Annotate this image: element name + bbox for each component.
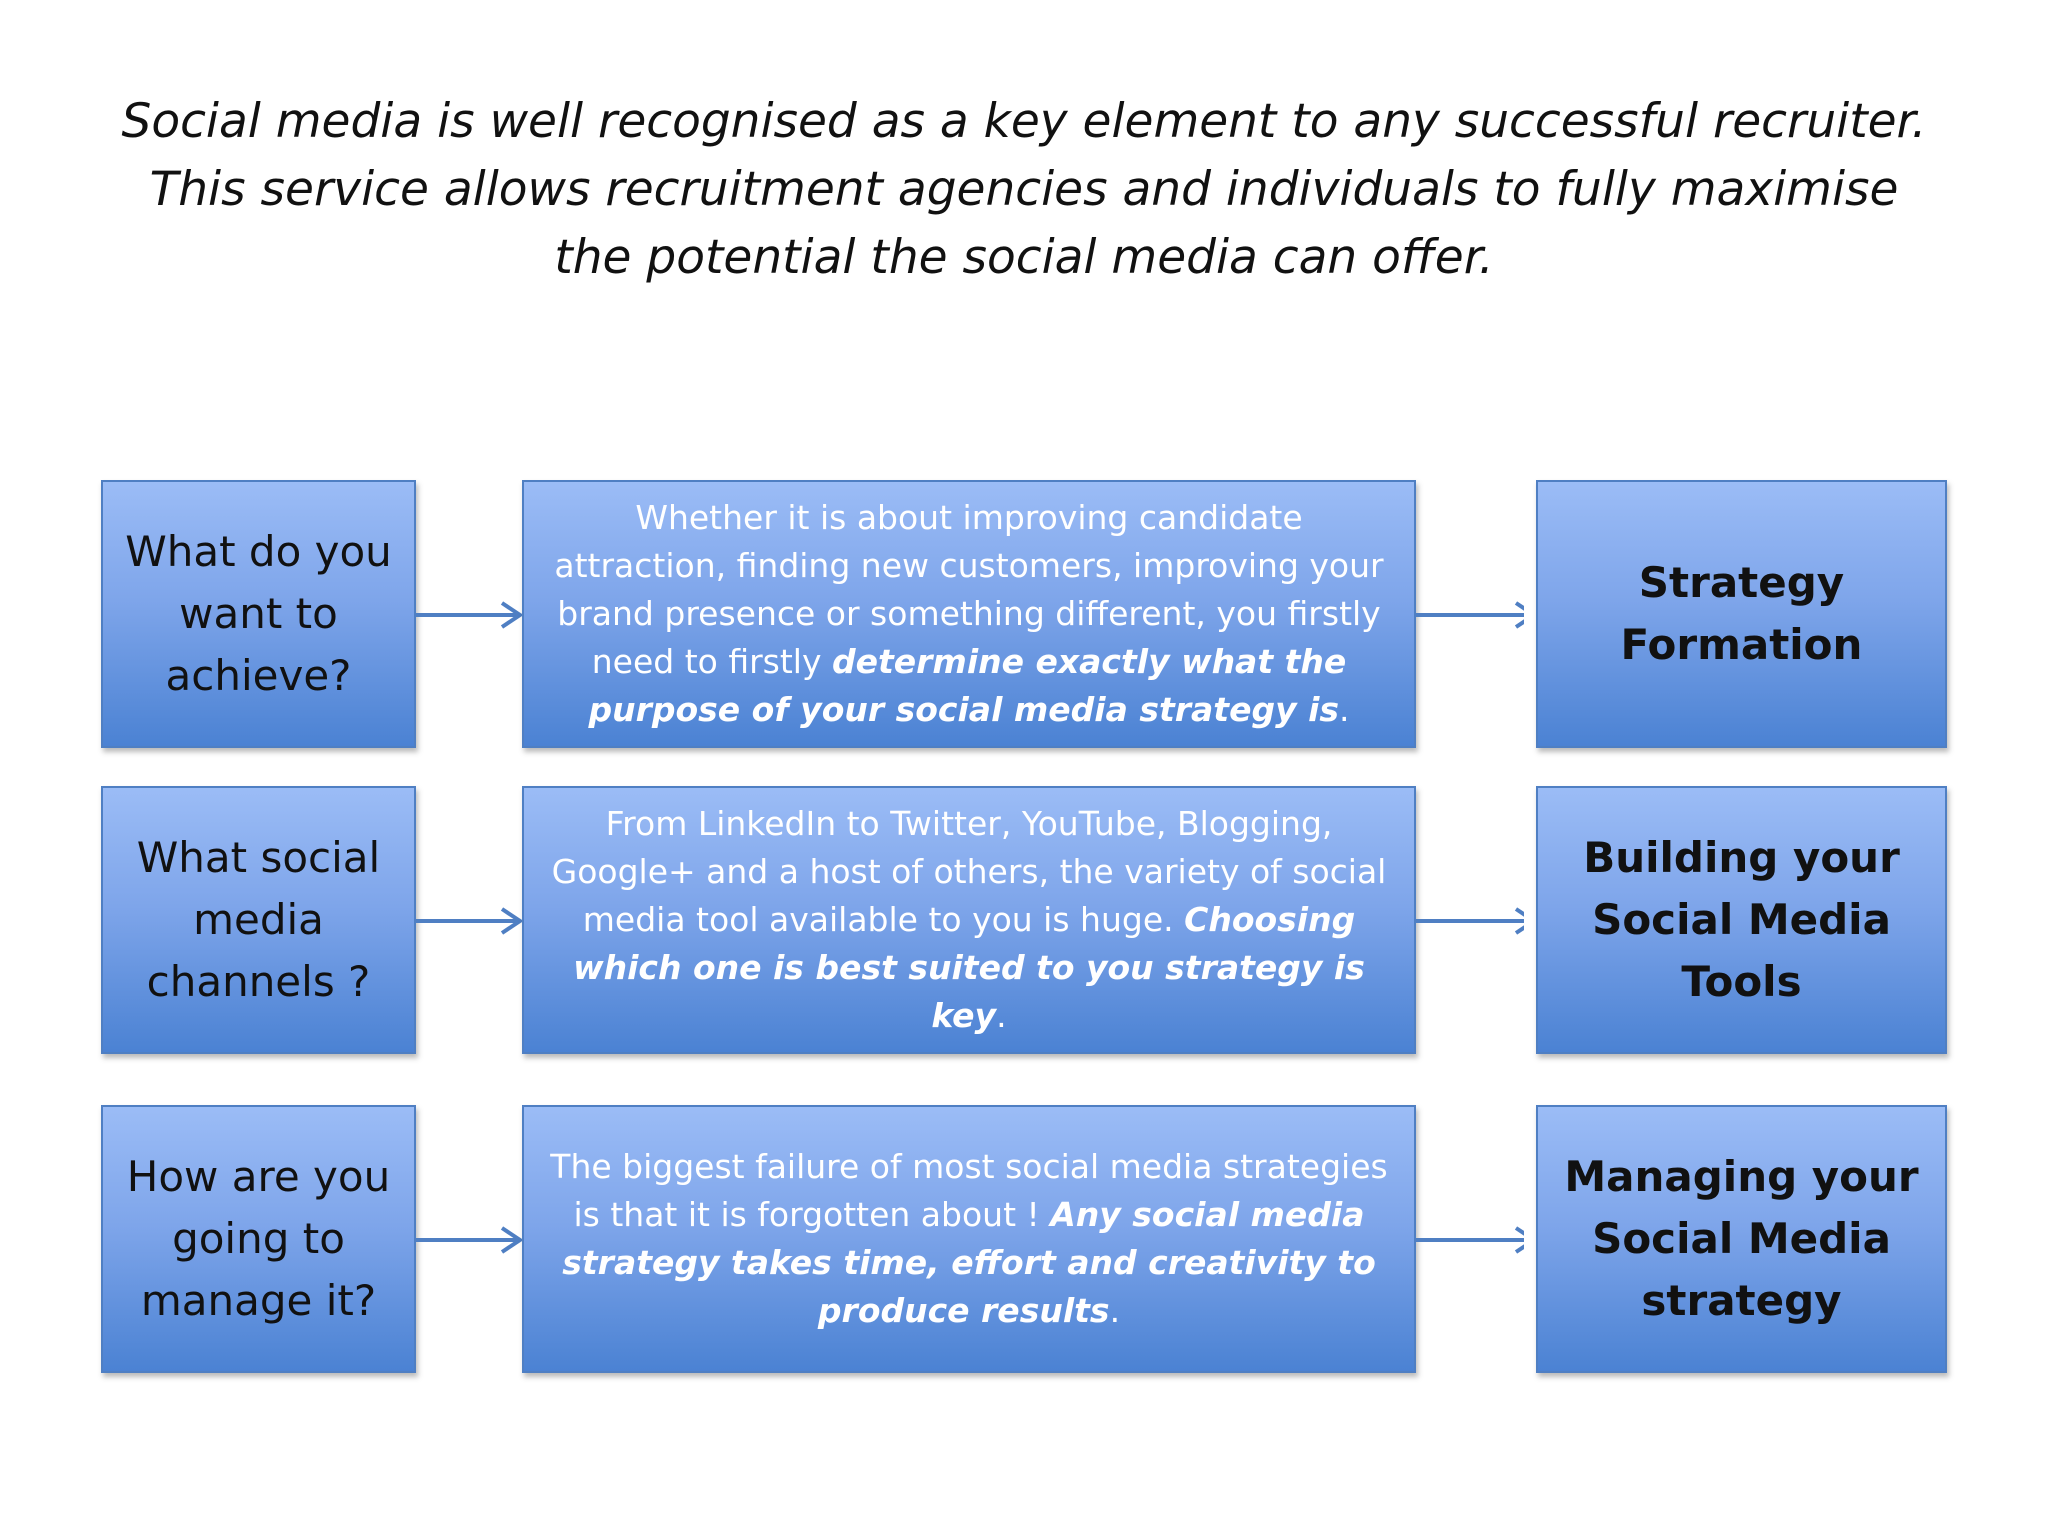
result-box-3: Managing your Social Media strategy bbox=[1536, 1105, 1947, 1373]
arrow-2-right bbox=[1414, 906, 1524, 936]
question-text-2: What social media channels ? bbox=[136, 833, 381, 1006]
question-box-2: What social media channels ? bbox=[101, 786, 416, 1054]
result-text-3: Managing your Social Media strategy bbox=[1564, 1152, 1919, 1325]
arrow-1-left bbox=[414, 600, 524, 630]
description-plain-3: The biggest failure of most social media… bbox=[550, 1147, 1388, 1234]
question-box-3: How are you going to manage it? bbox=[101, 1105, 416, 1373]
description-text-3: The biggest failure of most social media… bbox=[546, 1143, 1392, 1335]
description-emphasis-2: Choosing which one is best suited to you… bbox=[573, 900, 1365, 1035]
arrow-2-left bbox=[414, 906, 524, 936]
question-text-1: What do you want to achieve? bbox=[125, 527, 392, 700]
description-plain-2: From LinkedIn to Twitter, YouTube, Blogg… bbox=[551, 804, 1387, 939]
description-box-3: The biggest failure of most social media… bbox=[522, 1105, 1416, 1373]
description-box-2: From LinkedIn to Twitter, YouTube, Blogg… bbox=[522, 786, 1416, 1054]
result-box-1: Strategy Formation bbox=[1536, 480, 1947, 748]
result-text-2: Building your Social Media Tools bbox=[1583, 833, 1900, 1006]
description-emphasis-1: determine exactly what the purpose of yo… bbox=[588, 642, 1347, 729]
description-emphasis-3: Any social media strategy takes time, ef… bbox=[562, 1195, 1376, 1330]
description-end-1: . bbox=[1339, 690, 1350, 729]
arrow-3-right bbox=[1414, 1225, 1524, 1255]
description-text-2: From LinkedIn to Twitter, YouTube, Blogg… bbox=[546, 800, 1392, 1040]
intro-text: Social media is well recognised as a key… bbox=[121, 94, 1927, 285]
description-text-1: Whether it is about improving candidate … bbox=[546, 494, 1392, 734]
question-text-3: How are you going to manage it? bbox=[126, 1152, 391, 1325]
arrow-1-right bbox=[1414, 600, 1524, 630]
result-box-2: Building your Social Media Tools bbox=[1536, 786, 1947, 1054]
description-end-3: . bbox=[1109, 1291, 1121, 1330]
description-box-1: Whether it is about improving candidate … bbox=[522, 480, 1416, 748]
description-end-2: . bbox=[996, 996, 1007, 1035]
question-box-1: What do you want to achieve? bbox=[101, 480, 416, 748]
description-plain-1: Whether it is about improving candidate … bbox=[554, 498, 1384, 681]
arrow-3-left bbox=[414, 1225, 524, 1255]
result-text-1: Strategy Formation bbox=[1620, 558, 1863, 669]
